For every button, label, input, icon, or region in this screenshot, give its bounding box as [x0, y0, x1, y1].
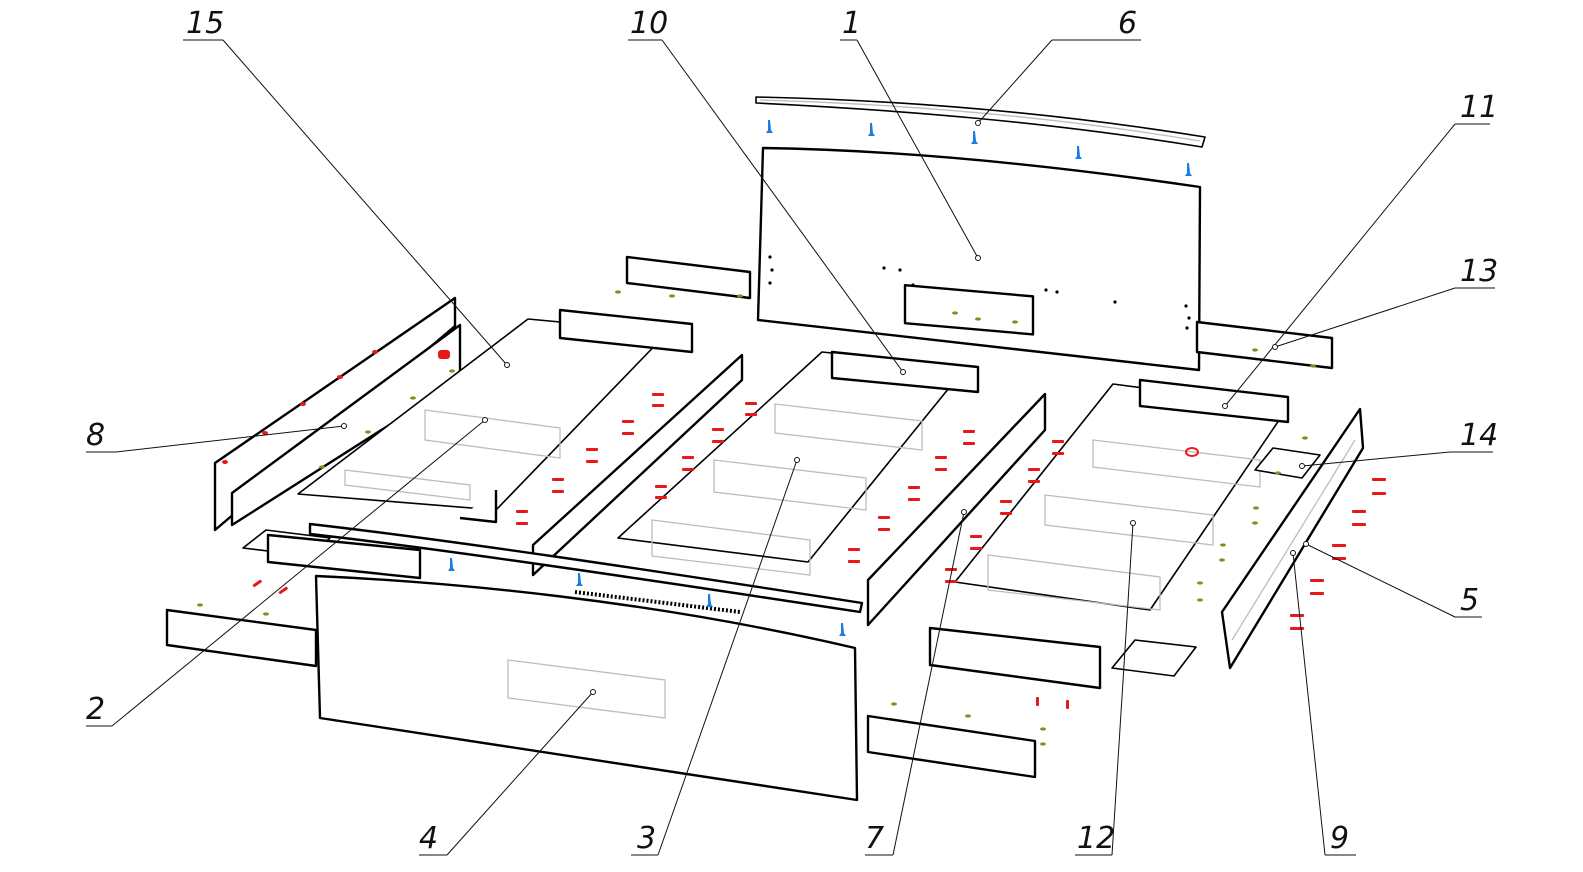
callout-15: 15 [186, 6, 224, 41]
divider-rail-left [531, 353, 744, 577]
back-cross-panel-right [1195, 320, 1334, 370]
callout-2: 2 [86, 692, 105, 727]
callout-6: 6 [1118, 6, 1137, 41]
left-corner-block [242, 529, 422, 580]
right-side-rail [1220, 407, 1365, 670]
mid-cross-panel [928, 626, 1102, 690]
callout-11: 11 [1460, 90, 1498, 125]
headboard-screws [766, 120, 1192, 176]
callout-9: 9 [1330, 821, 1349, 856]
headboard-top-rail [755, 96, 1206, 148]
corner-block-lower [1111, 639, 1197, 677]
callout-14: 14 [1460, 418, 1498, 453]
front-top-rail [308, 522, 864, 614]
callout-10: 10 [630, 6, 668, 41]
right-drawer [954, 378, 1290, 611]
divider-rail-right [866, 392, 1047, 627]
left-drawer [297, 308, 694, 524]
wooden-dowels [197, 290, 1316, 746]
callout-7: 7 [865, 821, 884, 856]
footboard-panel [314, 574, 859, 802]
callout-13: 13 [1460, 254, 1498, 289]
back-cross-panel-left [625, 255, 752, 300]
corner-block-14 [1254, 447, 1321, 479]
callout-leaders [86, 39, 1495, 856]
callout-8: 8 [86, 418, 105, 453]
callout-4: 4 [419, 821, 438, 856]
callout-3: 3 [637, 821, 656, 856]
callout-labels: 15 10 1 6 11 13 8 14 5 2 4 3 7 12 9 [86, 6, 1498, 856]
callout-12: 12 [1077, 821, 1115, 856]
callout-1: 1 [842, 6, 861, 41]
front-cross-panel-left [165, 608, 318, 668]
confirmat-screws [252, 393, 1386, 709]
callout-5: 5 [1460, 583, 1479, 618]
front-cross-panel-right [866, 714, 1037, 779]
